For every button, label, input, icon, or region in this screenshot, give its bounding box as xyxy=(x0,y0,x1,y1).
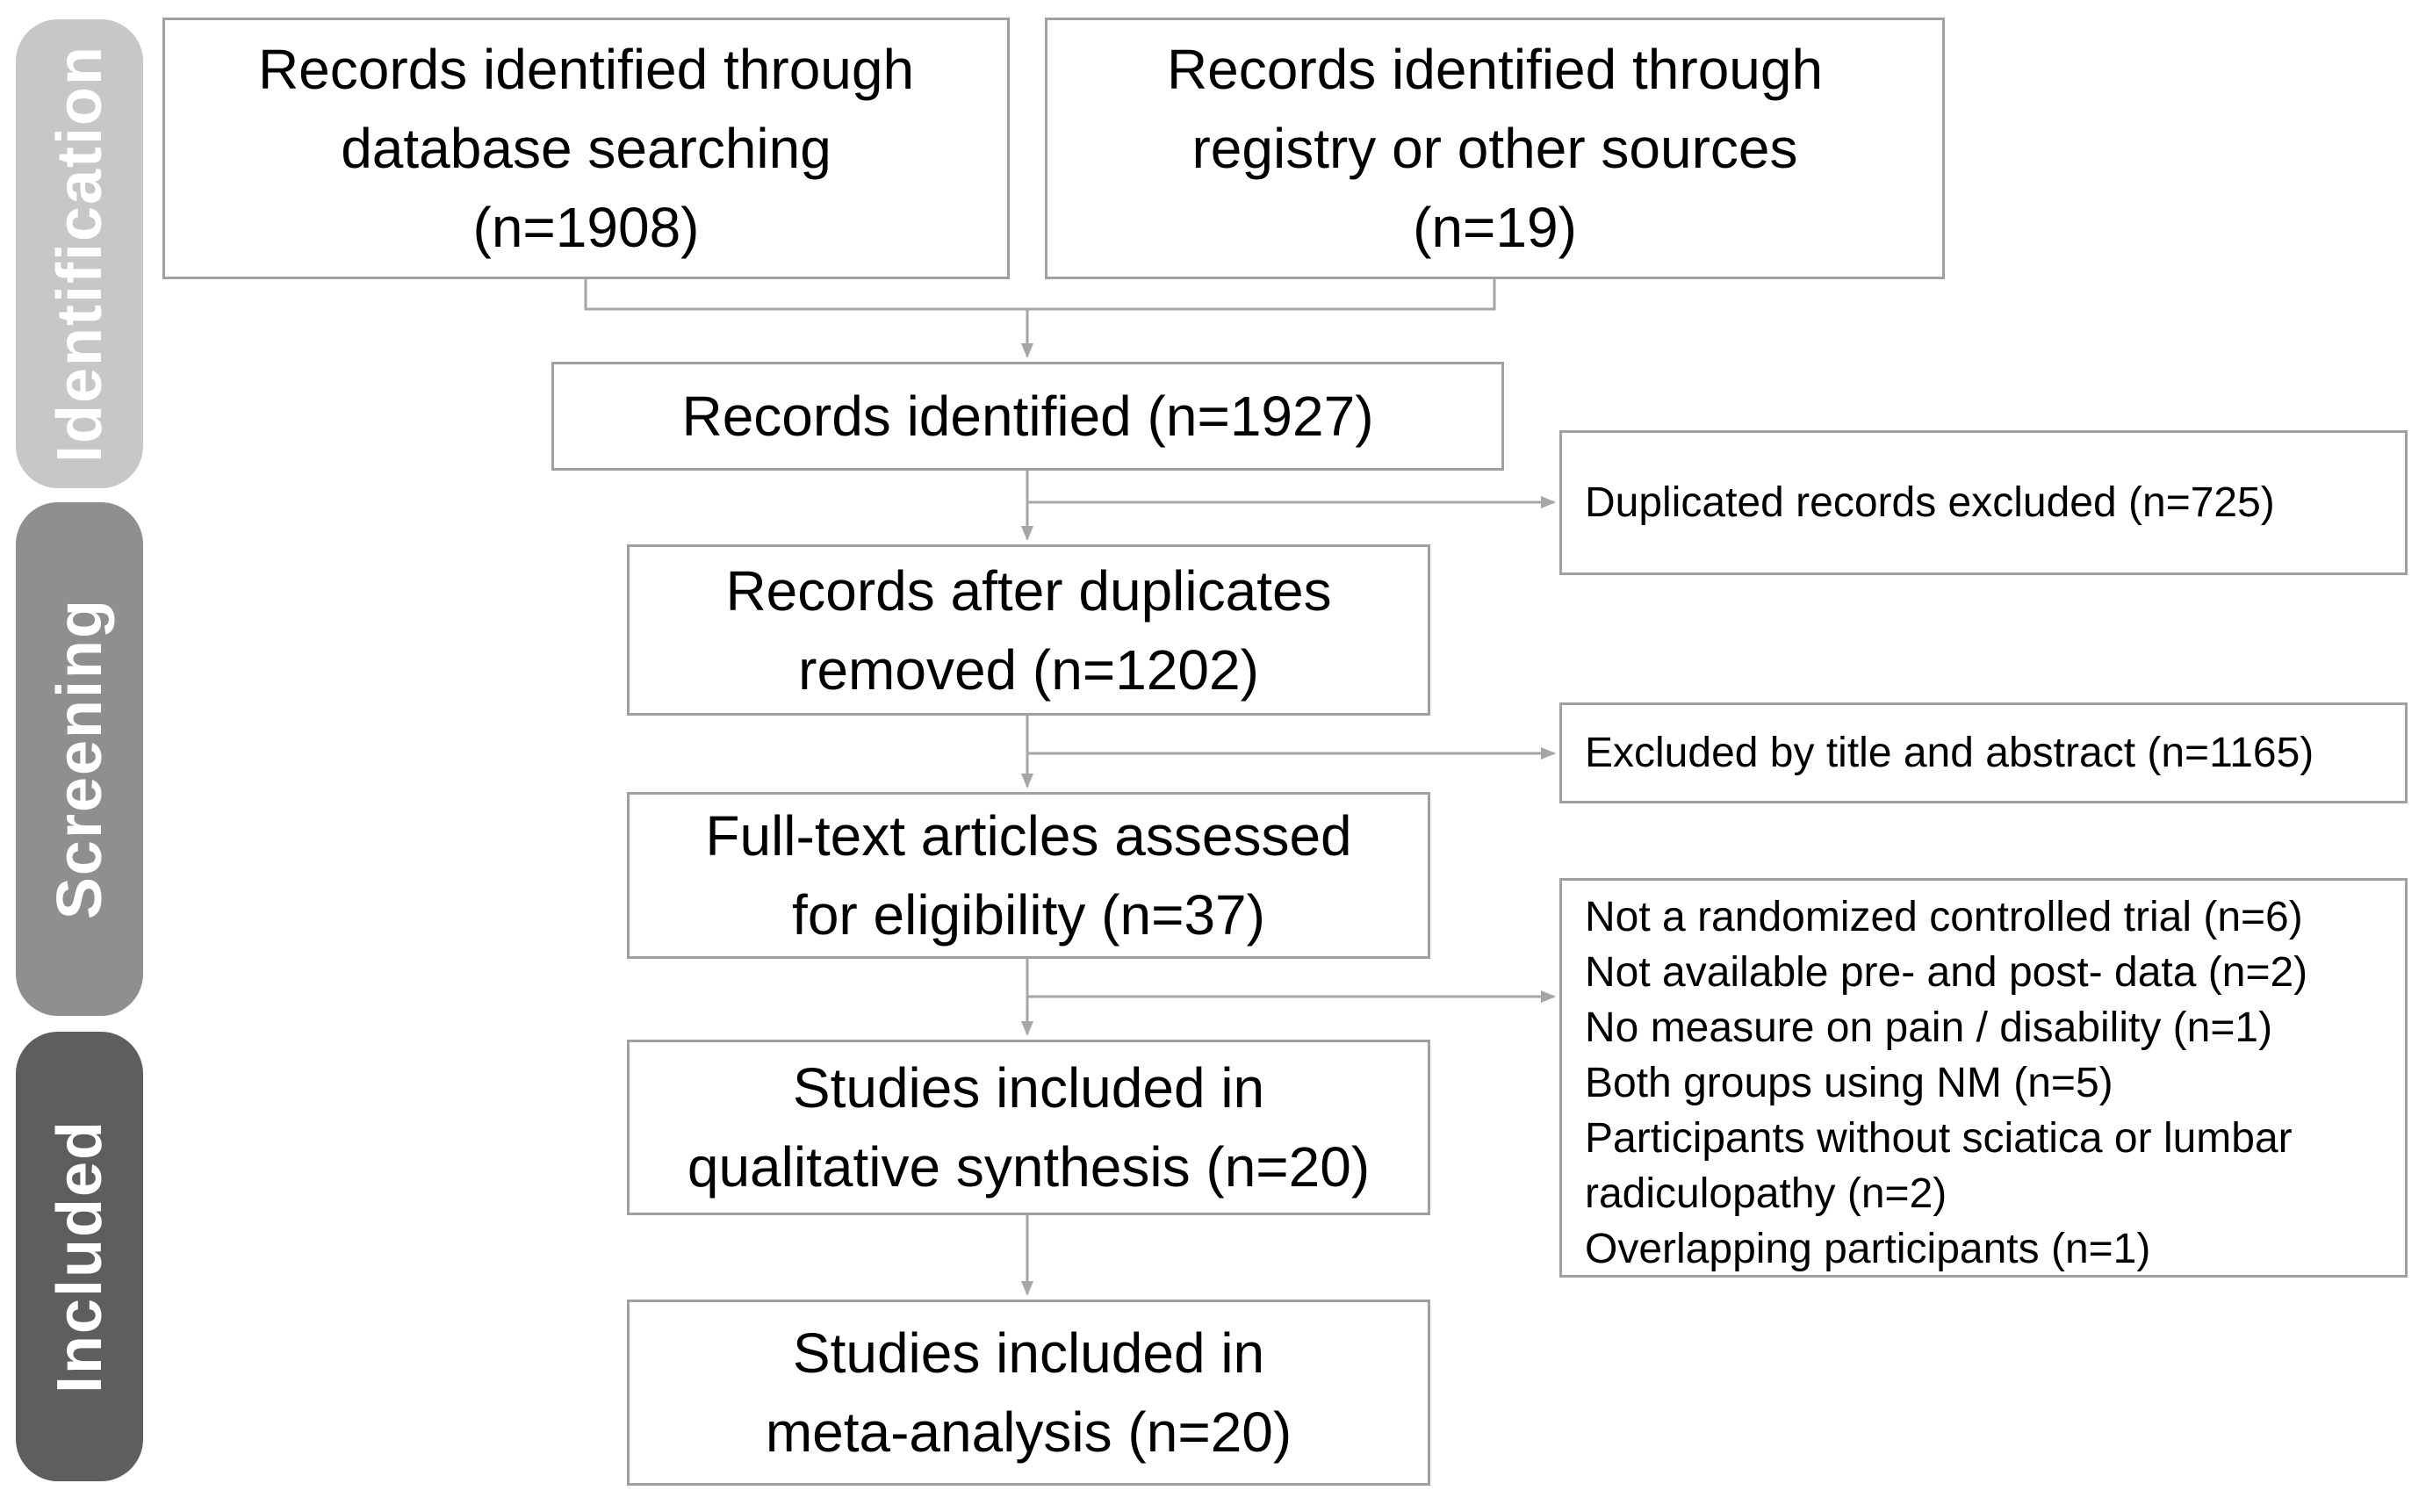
box-fulltext-exclusion-reasons: Not a randomized controlled trial (n=6) … xyxy=(1559,878,2408,1278)
box-records-database-searching: Records identified through database sear… xyxy=(162,18,1010,279)
box-fulltext-assessed: Full-text articles assessed for eligibil… xyxy=(627,792,1430,959)
stage-label-included: Included xyxy=(44,1119,115,1393)
box-records-after-duplicates: Records after duplicates removed (n=1202… xyxy=(627,544,1430,716)
box-records-registry-sources: Records identified through registry or o… xyxy=(1045,18,1945,279)
box-meta-analysis: Studies included in meta-analysis (n=20) xyxy=(627,1300,1430,1486)
connector-merge-bracket xyxy=(584,279,1496,311)
box-duplicates-excluded: Duplicated records excluded (n=725) xyxy=(1559,430,2408,575)
stage-tab-identification: Identification xyxy=(16,19,143,488)
stage-tab-screening: Screening xyxy=(16,502,143,1016)
box-title-abstract-excluded: Excluded by title and abstract (n=1165) xyxy=(1559,702,2408,803)
stage-label-screening: Screening xyxy=(44,598,115,920)
box-records-identified: Records identified (n=1927) xyxy=(551,362,1504,471)
stage-tab-included: Included xyxy=(16,1032,143,1481)
stage-label-identification: Identification xyxy=(44,45,115,463)
box-qualitative-synthesis: Studies included in qualitative synthesi… xyxy=(627,1040,1430,1215)
